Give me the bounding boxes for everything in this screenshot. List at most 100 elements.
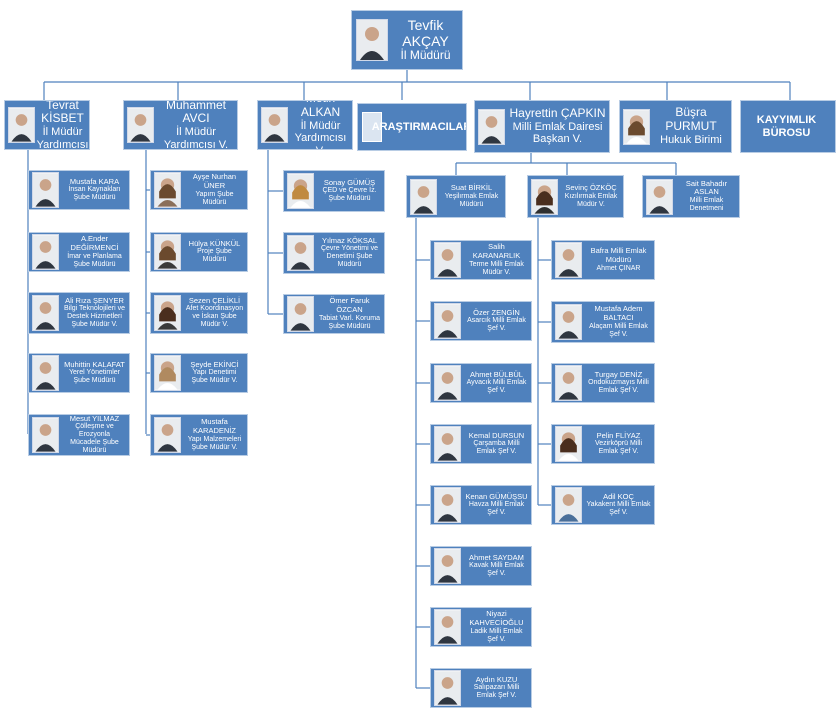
person-photo — [434, 242, 461, 278]
person-name: Sait Bahadır ASLAN — [685, 178, 728, 197]
person-photo — [434, 670, 461, 706]
person-name: Yılmaz KÖKSAL — [321, 235, 378, 245]
emlak-head-name: Hayrettin ÇAPKIN — [509, 105, 606, 120]
person-photo — [555, 304, 582, 340]
person-photo — [32, 417, 59, 453]
person-title: Yapı Denetimi Şube Müdür V. — [191, 369, 238, 385]
person-photo — [623, 108, 650, 145]
person-name: Mustafa KARA — [69, 176, 120, 186]
person-title: Çarşamba Milli Emlak Şef V. — [473, 440, 520, 456]
person-title: Yerel Yönetimler Şube Müdürü — [69, 369, 120, 385]
person-name: Sonay GÜMÜŞ — [323, 177, 376, 187]
person-photo — [434, 365, 461, 401]
person-photo — [32, 295, 59, 331]
person-title: Ondokuzmayıs Milli Emlak Şef V. — [588, 379, 649, 395]
person-photo — [154, 355, 181, 391]
person-photo — [287, 235, 314, 271]
person-title: Tabiat Varl. Koruma Şube Müdürü — [319, 314, 380, 330]
person-photo — [32, 355, 59, 391]
person-title: Yapı Malzemeleri Şube Müdür V. — [187, 435, 242, 451]
person-title: Afet Koordinasyon ve İskan Şube Müdür V. — [185, 305, 244, 329]
person-name: A.Ender DEĞİRMENCİ — [70, 234, 119, 252]
trustee-title: KAYYIMLIK BÜROSU — [756, 113, 817, 139]
person-name: Muhittin KALAFAT — [64, 359, 125, 369]
person-photo — [555, 242, 582, 278]
emlak-head-title: Milli Emlak Dairesi Başkan V. — [512, 120, 603, 146]
person-title: Alaçam Milli Emlak Şef V. — [589, 322, 648, 338]
person-title: Ahmet ÇINAR — [596, 264, 641, 272]
person-photo — [555, 426, 582, 462]
person-title: Yapım Şube Müdürü — [195, 190, 234, 206]
person-name: Salih KARANARLIK — [472, 242, 521, 260]
deputy-name: Muhammet AVCI — [165, 100, 227, 126]
person-title: Ladik Milli Emlak Şef V. — [470, 627, 523, 643]
person-title: Yakakent Milli Emlak Şef V. — [586, 501, 651, 517]
person-photo — [478, 108, 505, 145]
person-photo — [261, 107, 288, 143]
person-photo — [434, 548, 461, 584]
person-photo — [410, 178, 437, 215]
director-title: İl Müdürü — [400, 48, 451, 63]
person-title: Yeşilırmak Emlak Müdürü — [444, 192, 499, 208]
person-title: Çölleşme ve Erozyonla Mücadele Şube Müdü… — [70, 423, 119, 455]
legal-title: Hukuk Birimi — [660, 133, 722, 146]
person-title: Kavak Milli Emlak Şef V. — [469, 562, 524, 578]
person-name: Ali Rıza ŞENYER — [65, 295, 124, 305]
director-photo — [356, 19, 388, 61]
person-photo — [434, 609, 461, 645]
person-title: İmar ve Planlama Şube Müdürü — [67, 252, 122, 268]
person-title: Çevre Yönetimi ve Denetimi Şube Müdürü — [320, 245, 379, 269]
person-photo — [127, 107, 154, 143]
deputy-title: İl Müdür Yardımcısı V. — [163, 126, 229, 150]
person-photo — [646, 178, 673, 215]
person-title: Salıpazarı Milli Emlak Şef V. — [473, 684, 520, 700]
person-photo — [287, 296, 314, 332]
deputy-name: Tevrat KİSBET — [41, 100, 84, 126]
person-photo — [434, 426, 461, 462]
person-name: Mustafa Adem BALTACI — [594, 304, 643, 322]
person-title: Bilgi Teknolojileri ve Destek Hizmetleri… — [64, 305, 125, 329]
person-name: Sevinç ÖZKÖÇ — [565, 183, 617, 193]
person-photo — [287, 173, 314, 209]
deputy-title: İl Müdür Yardımcısı — [36, 126, 89, 150]
person-title: Milli Emlak Denetmeni — [689, 197, 724, 213]
researchers-title: ARAŞTIRMACILAR — [371, 120, 467, 133]
person-name: Sezen ÇELİKLİ — [188, 295, 241, 305]
legal-name: Büşra PURMUT — [665, 105, 717, 134]
person-name: Suat BİRKİL — [450, 183, 493, 193]
person-title: Ayvacık Milli Emlak Şef V. — [466, 379, 527, 395]
person-name: Mustafa KARADENİZ — [193, 417, 236, 435]
person-photo — [434, 487, 461, 523]
person-photo — [555, 365, 582, 401]
person-name: Niyazi KAHVECİOĞLU — [469, 609, 524, 627]
person-name: Kenan GÜMÜŞSU — [465, 491, 528, 501]
deputy-title: İl Müdür Yardımcısı V. — [294, 119, 347, 149]
person-name: Hülya KÜNKÜL — [188, 238, 241, 248]
person-name: Kemal DURSUN — [468, 430, 525, 440]
person-name: Pelin FLİYAZ — [596, 430, 641, 440]
director-box: Tevfik AKÇAY İl Müdürü — [351, 10, 463, 70]
person-name: Bafra Milli Emlak Müdürü — [590, 246, 647, 264]
person-name: Adil KOÇ — [603, 491, 634, 501]
person-title: Havza Milli Emlak Şef V. — [468, 501, 525, 517]
